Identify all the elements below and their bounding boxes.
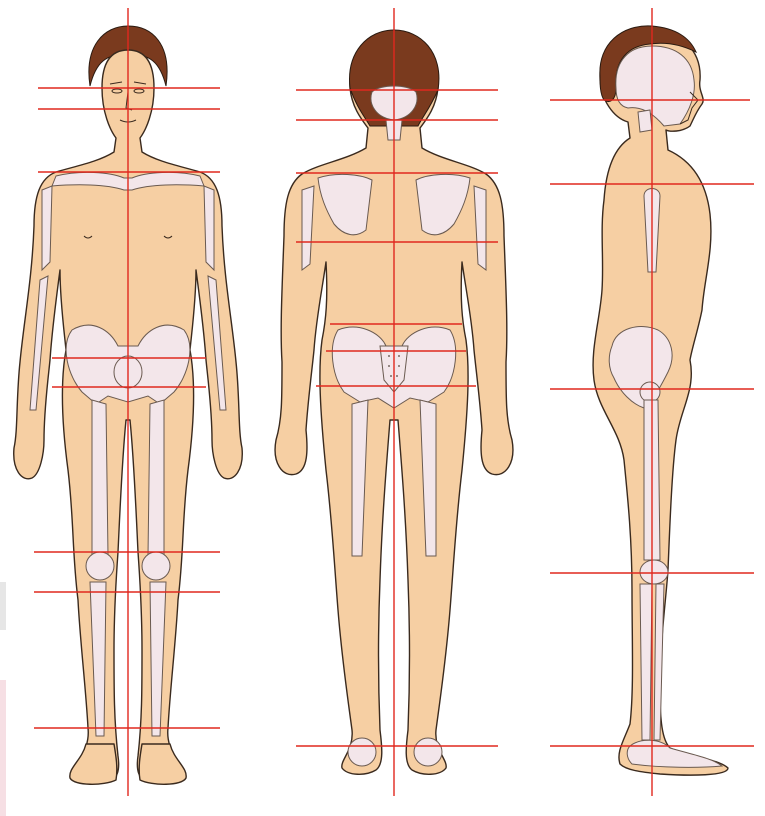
lateral-foot-bones bbox=[627, 740, 722, 767]
lateral-hip-joint bbox=[640, 382, 660, 402]
lateral-cervical-spine bbox=[638, 110, 652, 132]
anterior-knee-left bbox=[86, 552, 114, 580]
anterior-foot-left bbox=[70, 744, 117, 784]
anterior-humerus-left bbox=[42, 186, 52, 270]
lateral-fibula bbox=[654, 584, 664, 740]
anterior-femur-right bbox=[148, 400, 164, 556]
lateral-figure bbox=[593, 26, 728, 775]
anterior-foot-right bbox=[139, 744, 186, 784]
lateral-tibia bbox=[640, 584, 652, 740]
anterior-femur-left bbox=[92, 400, 108, 556]
posterior-heel-right bbox=[414, 738, 442, 766]
lateral-knee bbox=[640, 560, 668, 584]
anterior-knee-right bbox=[142, 552, 170, 580]
anterior-humerus-right bbox=[204, 186, 214, 270]
posterior-heel-left bbox=[348, 738, 376, 766]
